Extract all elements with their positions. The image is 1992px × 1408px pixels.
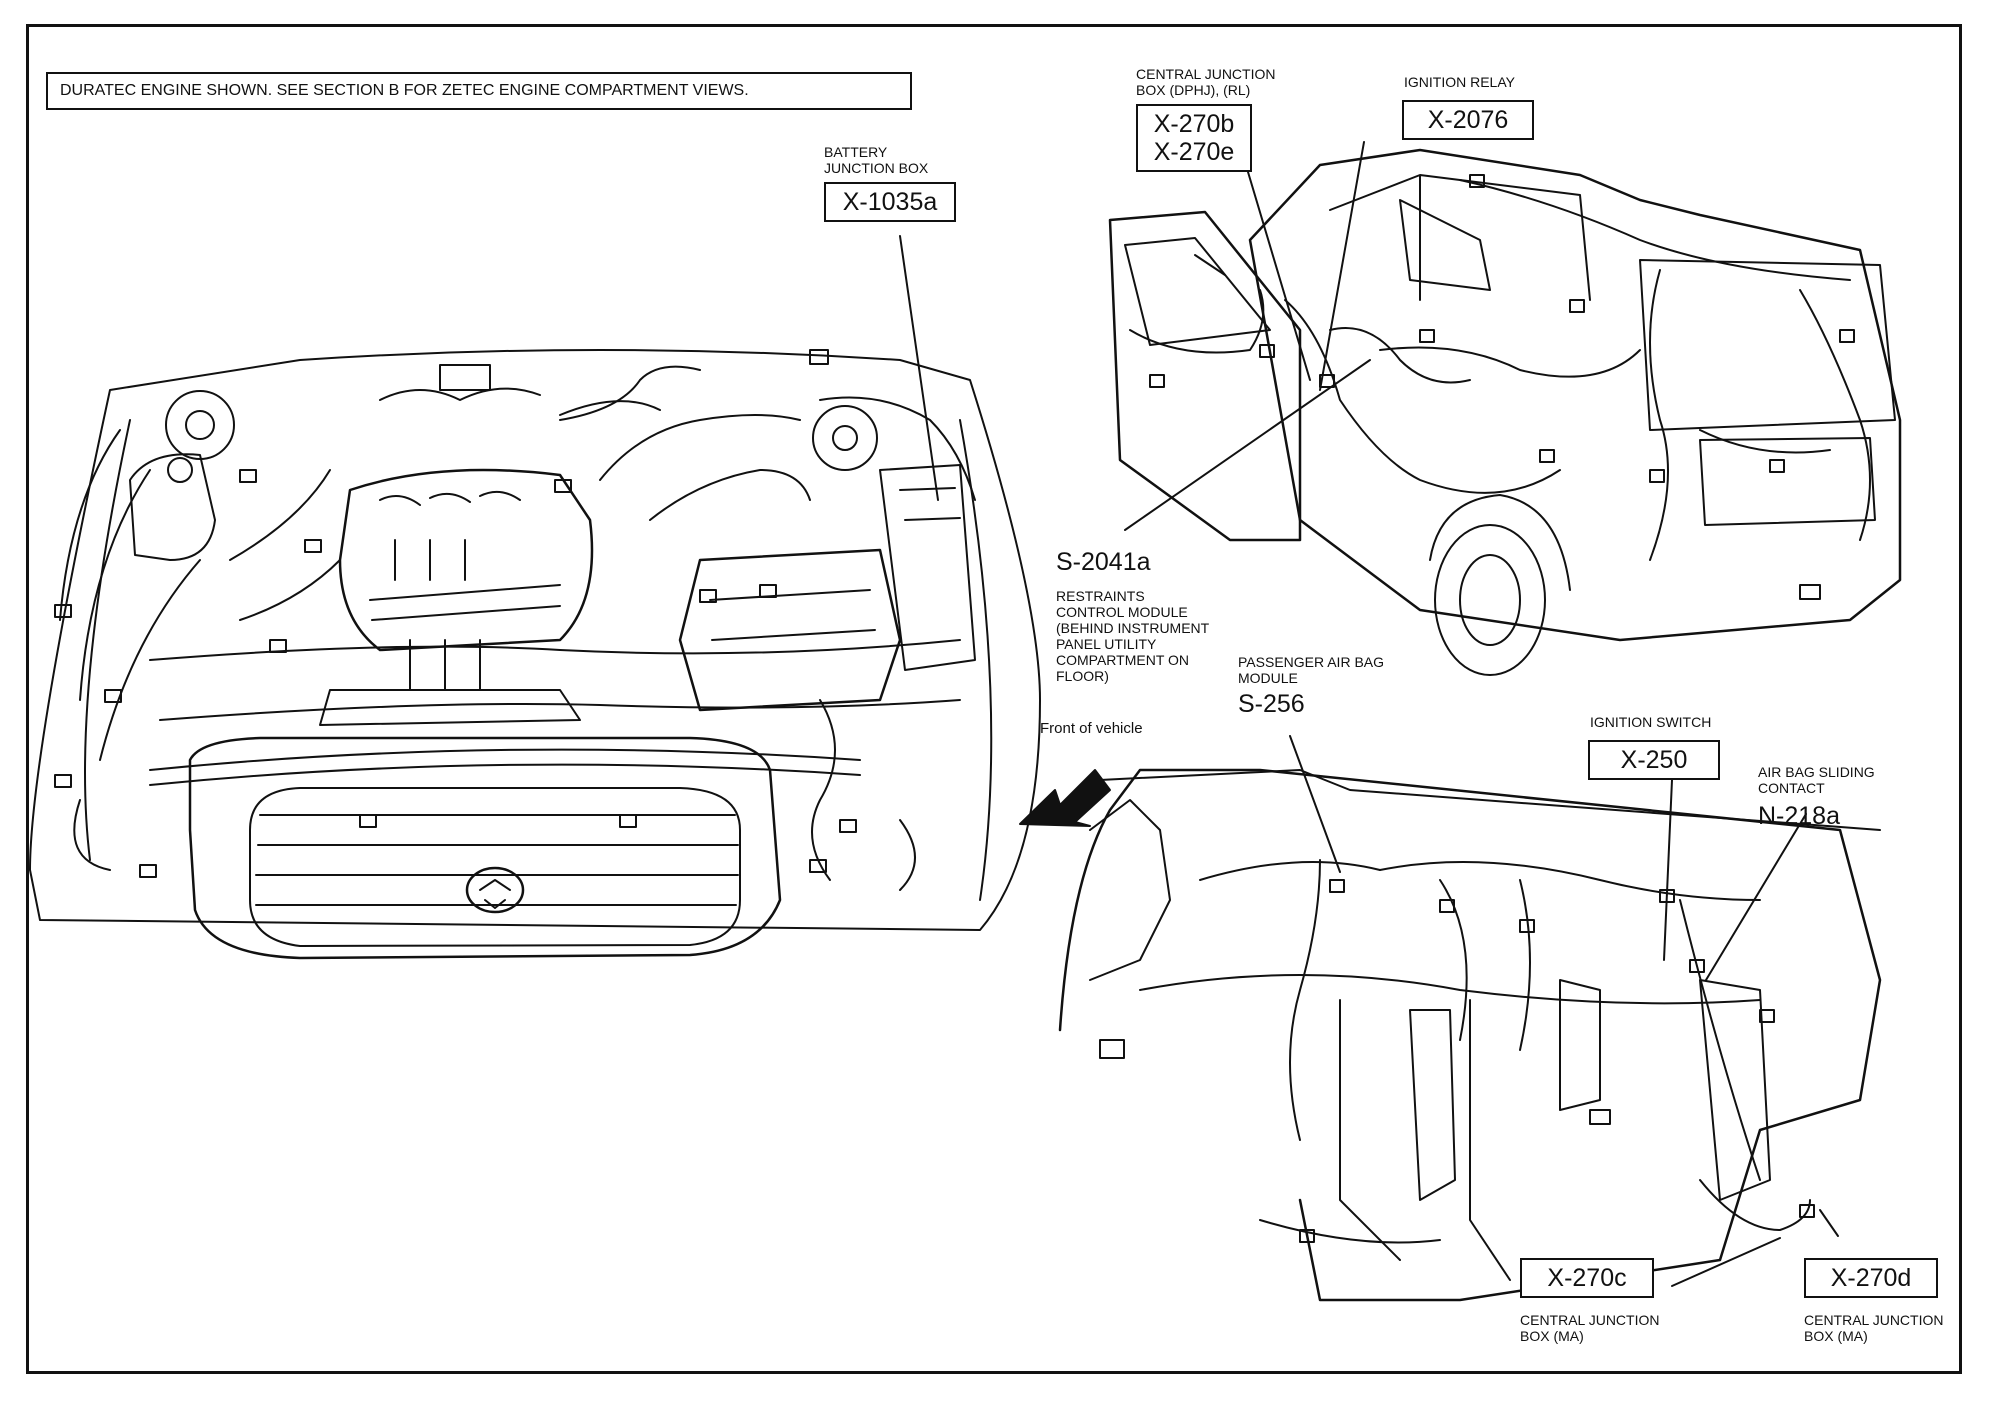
cjb-top-label-line-2: BOX (DPHJ), (RL) [1136,82,1251,98]
cjb-d-label-line-1: CENTRAL JUNCTION [1804,1312,1944,1328]
restraints-line-1: RESTRAINTS [1056,588,1145,604]
passenger-airbag-label-line-2: MODULE [1238,670,1298,686]
vehicle-body-drawing [1108,148,1902,676]
restraints-code: S-2041a [1056,548,1151,576]
instrument-panel-drawing [1058,768,1882,1302]
cjb-d-label-line-2: BOX (MA) [1804,1328,1868,1344]
battery-label-line-2: JUNCTION BOX [824,160,929,176]
ignition-relay-label: IGNITION RELAY [1404,74,1515,90]
airbag-contact-label-line-1: AIR BAG SLIDING [1758,764,1875,780]
ignition-relay-code: X-2076 [1402,100,1534,140]
engine-compartment-drawing [29,349,1041,960]
airbag-contact-code: N-218a [1758,802,1840,830]
cjb-c-code: X-270c [1520,1258,1654,1298]
battery-junction-code: X-1035a [824,182,956,222]
airbag-contact-label-line-2: CONTACT [1758,780,1825,796]
restraints-line-4: PANEL UTILITY [1056,636,1157,652]
cjb-top-code-box: X-270b X-270e [1136,104,1252,172]
engine-note: DURATEC ENGINE SHOWN. SEE SECTION B FOR … [46,72,912,110]
leader-lines [899,141,1839,1287]
passenger-airbag-code: S-256 [1238,690,1305,718]
ignition-switch-code: X-250 [1588,740,1720,780]
battery-label-line-1: BATTERY [824,144,888,160]
restraints-line-3: (BEHIND INSTRUMENT [1056,620,1210,636]
cjb-c-label-line-2: BOX (MA) [1520,1328,1584,1344]
passenger-airbag-label-line-1: PASSENGER AIR BAG [1238,654,1385,670]
diagram-frame [26,24,1962,1374]
cjb-c-label-line-1: CENTRAL JUNCTION [1520,1312,1660,1328]
cjb-d-code: X-270d [1804,1258,1938,1298]
ignition-switch-label: IGNITION SWITCH [1590,714,1712,730]
front-of-vehicle-label: Front of vehicle [1040,720,1143,737]
front-arrow [1019,769,1111,827]
restraints-line-5: COMPARTMENT ON [1056,652,1190,668]
restraints-line-6: FLOOR) [1056,668,1109,684]
restraints-line-2: CONTROL MODULE [1056,604,1188,620]
cjb-top-label-line-1: CENTRAL JUNCTION [1136,66,1276,82]
